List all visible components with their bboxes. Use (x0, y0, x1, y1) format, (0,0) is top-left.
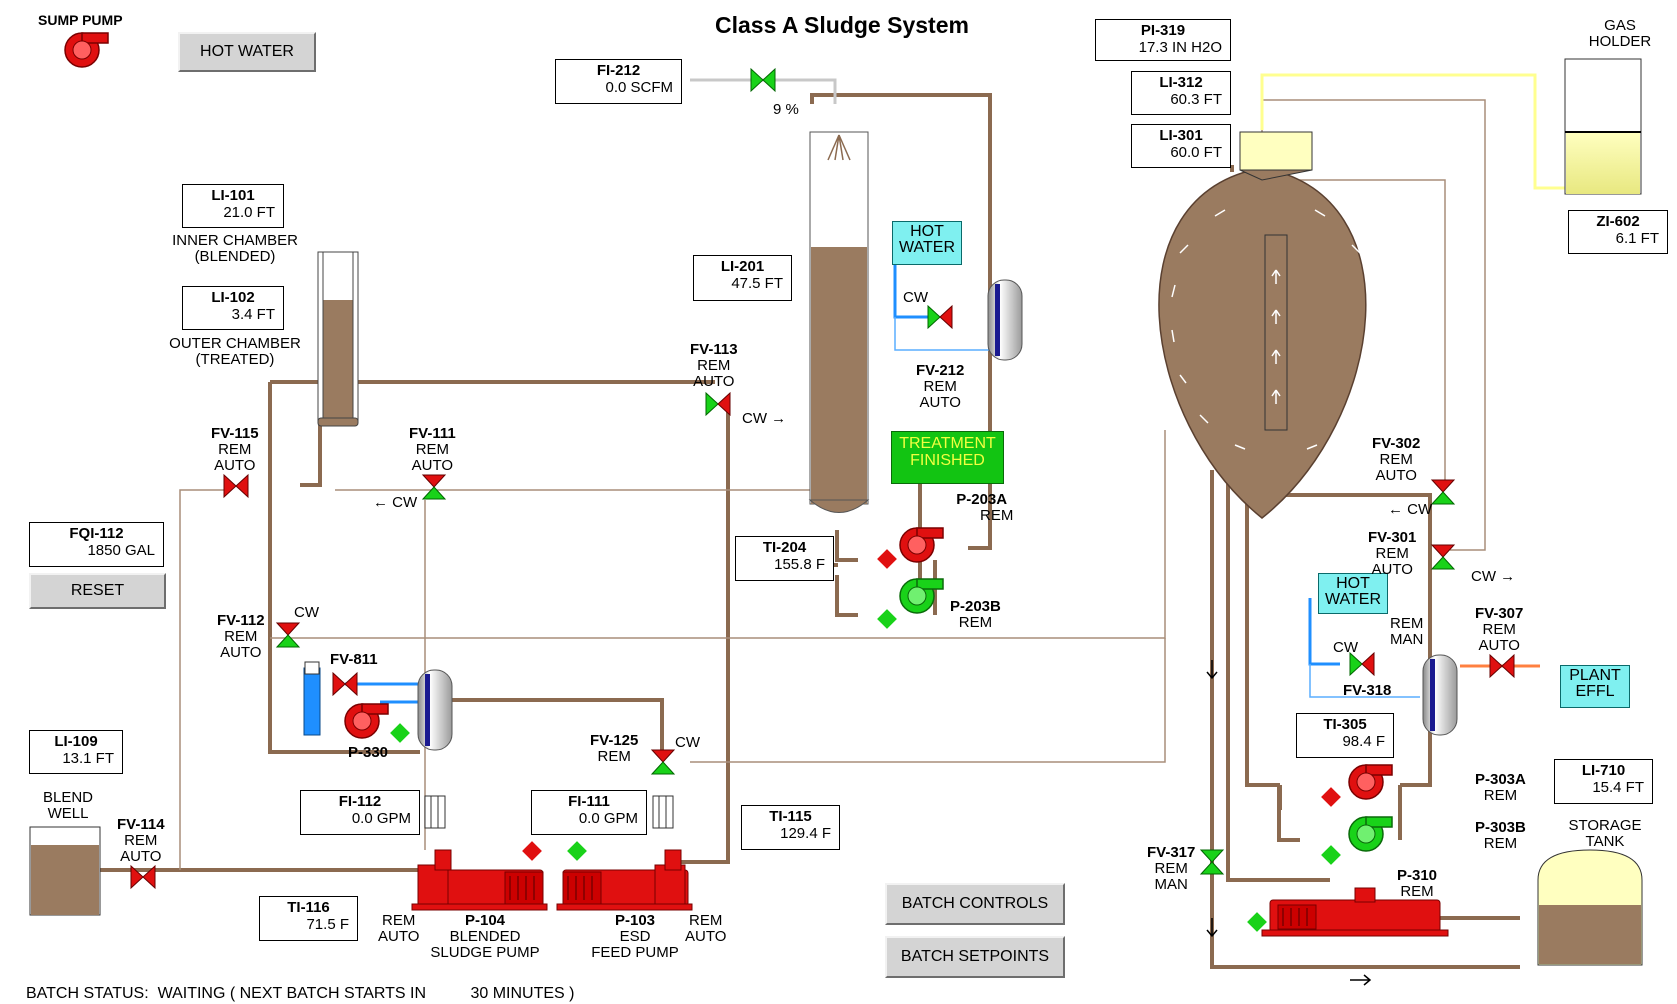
cw-label-fv302: ← CW (1388, 501, 1433, 518)
cw-label-fv212: CW (903, 289, 928, 306)
cw-label-fv112: CW (294, 604, 319, 621)
valve-fv811-label: FV-811 (330, 651, 378, 668)
pump-p303b-icon[interactable] (1348, 816, 1396, 856)
fv212-percent: 9 % (773, 101, 799, 118)
cw-label-fv111: ← CW (373, 494, 418, 511)
batch-setpoints-button[interactable]: BATCH SETPOINTS (885, 936, 1065, 978)
cw-label-fv318: CW (1333, 639, 1358, 656)
pump-p203a-icon[interactable] (898, 526, 946, 566)
batch-controls-button[interactable]: BATCH CONTROLS (885, 883, 1065, 925)
pump-p303a-icon[interactable] (1348, 764, 1396, 804)
batch-status: BATCH STATUS: WAITING ( NEXT BATCH START… (26, 985, 575, 1002)
cw-label-fv301: CW → (1471, 568, 1516, 585)
outer-chamber-label: OUTER CHAMBER(TREATED) (169, 335, 301, 368)
page-title: Class A Sludge System (715, 12, 969, 38)
cw-label-fv125: CW (675, 734, 700, 751)
cw-label-fv113: CW → (742, 410, 787, 427)
reset-button[interactable]: RESET (29, 573, 166, 609)
hot-water-button[interactable]: HOT WATER (178, 32, 316, 72)
sump-pump-label: SUMP PUMP (38, 12, 123, 28)
valve-fv318-label: FV-318 (1343, 682, 1392, 699)
pump-p203b-icon[interactable] (898, 577, 946, 617)
pump-p104-icon[interactable] (418, 850, 548, 910)
pump-p310-icon[interactable] (1270, 888, 1442, 936)
pump-p330-label: P-330 (348, 744, 389, 761)
pump-p103-icon[interactable] (563, 850, 693, 910)
sump-pump-icon[interactable] (60, 30, 110, 70)
inner-chamber-label: INNER CHAMBER(BLENDED) (172, 232, 298, 265)
pump-p330-icon[interactable] (344, 702, 392, 742)
